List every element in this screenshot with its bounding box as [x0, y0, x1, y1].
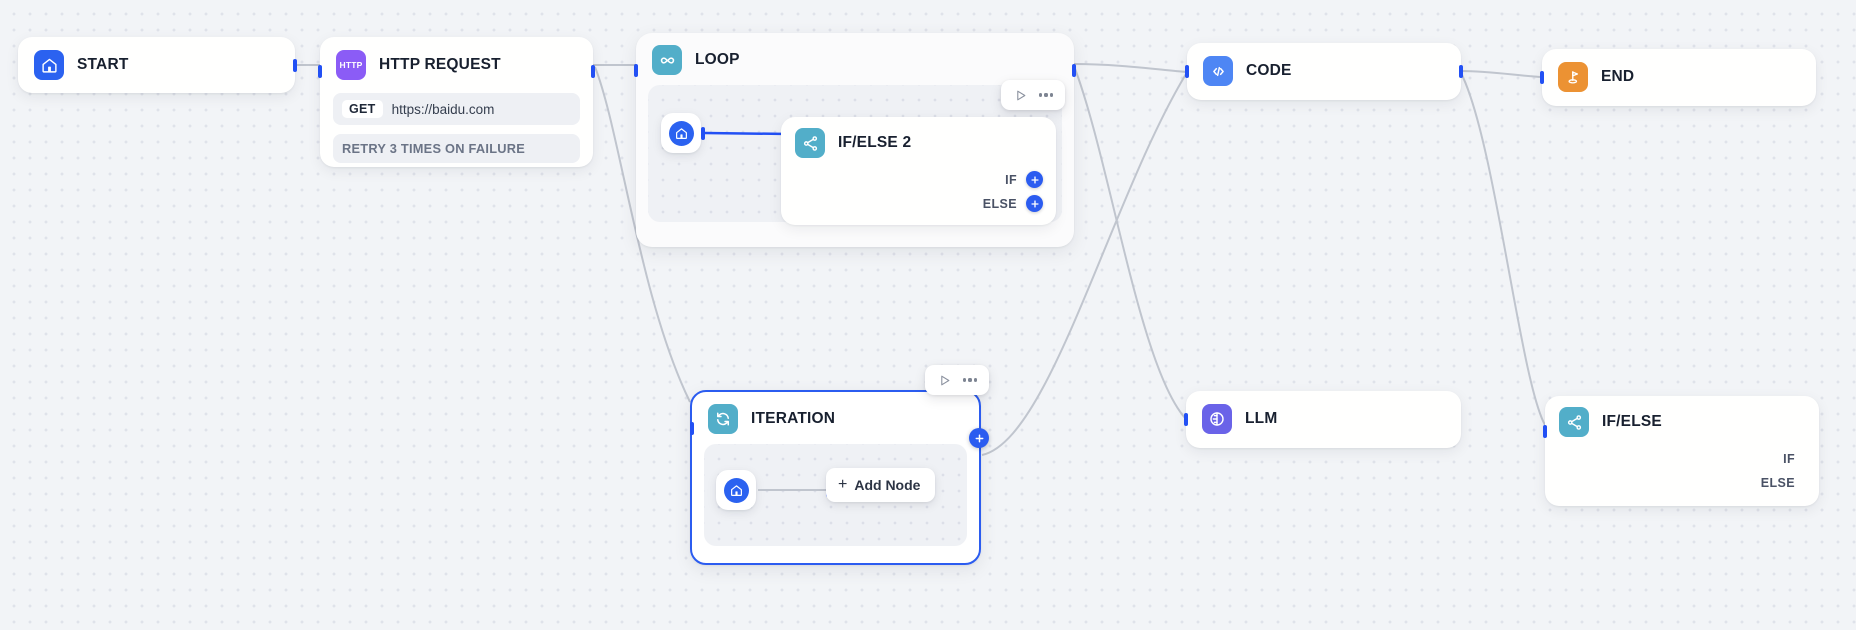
http-icon-label: HTTP	[339, 60, 363, 70]
handle-code-output[interactable]	[1459, 65, 1463, 78]
home-icon	[668, 120, 694, 146]
node-end[interactable]: END	[1540, 49, 1816, 106]
handle-http-output[interactable]	[591, 65, 595, 78]
node-if-else-2-title: IF/ELSE 2	[838, 134, 912, 151]
http-retry-field: RETRY 3 TIMES ON FAILURE	[333, 134, 580, 163]
node-http-request[interactable]: HTTP HTTP REQUEST GET https://baidu.com …	[318, 37, 595, 167]
http-method-badge: GET	[342, 100, 383, 118]
loop-node-toolbar[interactable]	[1001, 80, 1065, 110]
iteration-add-next-button[interactable]	[969, 428, 989, 448]
node-start-header: START	[18, 37, 295, 93]
flag-icon	[1558, 62, 1588, 92]
node-if-else-branches: IF ELSE	[1545, 443, 1819, 508]
node-iteration[interactable]: ITERATION + Add Node	[690, 390, 989, 565]
node-if-else-title: IF/ELSE	[1602, 413, 1662, 430]
edge-loop-to-llm	[1073, 65, 1187, 420]
handle-http-input[interactable]	[318, 65, 322, 78]
branch-row-else: ELSE	[794, 192, 1043, 215]
add-node-button[interactable]: + Add Node	[826, 468, 936, 502]
node-code[interactable]: CODE	[1185, 43, 1463, 100]
edge-code-to-ifelse	[1460, 72, 1546, 426]
handle-loop-output[interactable]	[1072, 64, 1076, 77]
handle-iteration-input[interactable]	[690, 422, 694, 435]
node-llm[interactable]: LLM	[1184, 391, 1461, 448]
branch-icon	[795, 128, 825, 158]
infinity-icon	[652, 45, 682, 75]
node-if-else-2[interactable]: IF/ELSE 2 IF ELSE	[781, 117, 1056, 225]
node-if-else-header: IF/ELSE	[1545, 396, 1819, 443]
brain-icon	[1202, 404, 1232, 434]
node-if-else-2-header: IF/ELSE 2	[781, 117, 1056, 164]
branch-label-else: ELSE	[1760, 475, 1795, 490]
more-horizontal-icon[interactable]	[958, 369, 982, 391]
edge-loop-to-code	[1073, 63, 1188, 73]
http-icon: HTTP	[336, 50, 366, 80]
add-branch-else-button[interactable]	[1026, 195, 1043, 212]
more-horizontal-icon[interactable]	[1034, 84, 1058, 106]
node-iteration-header: ITERATION	[692, 392, 979, 444]
branch-icon	[1559, 407, 1589, 437]
loop-inner-start[interactable]	[661, 113, 701, 153]
handle-code-input[interactable]	[1185, 65, 1189, 78]
edge-code-to-end	[1460, 70, 1543, 78]
branch-row-else: ELSE	[1558, 471, 1795, 494]
play-icon[interactable]	[932, 369, 956, 391]
node-start-title: START	[77, 56, 129, 73]
handle-if-else-input[interactable]	[1543, 425, 1547, 438]
http-retry-label: RETRY 3 TIMES ON FAILURE	[342, 141, 526, 156]
plus-icon: +	[838, 476, 848, 493]
add-node-label: Add Node	[854, 477, 921, 493]
node-code-header: CODE	[1187, 43, 1461, 99]
handle-end-input[interactable]	[1540, 71, 1544, 84]
node-llm-title: LLM	[1245, 410, 1278, 427]
node-http-header: HTTP HTTP REQUEST	[320, 37, 593, 93]
refresh-cycle-icon	[708, 404, 738, 434]
node-end-header: END	[1542, 49, 1816, 105]
iteration-inner-start[interactable]	[716, 470, 756, 510]
node-iteration-body: + Add Node	[704, 444, 967, 546]
home-icon	[34, 50, 64, 80]
handle-llm-input[interactable]	[1184, 413, 1188, 426]
add-branch-if-button[interactable]	[1026, 171, 1043, 188]
node-http-title: HTTP REQUEST	[379, 56, 501, 73]
branch-row-if: IF	[1558, 447, 1795, 470]
node-start[interactable]: START	[18, 37, 297, 93]
node-iteration-title: ITERATION	[751, 410, 836, 427]
http-url-value: https://baidu.com	[391, 101, 495, 117]
handle-start-output[interactable]	[293, 58, 297, 72]
http-url-field[interactable]: GET https://baidu.com	[333, 93, 580, 125]
play-icon[interactable]	[1008, 84, 1032, 106]
code-icon	[1203, 56, 1233, 86]
branch-row-if: IF	[794, 168, 1043, 191]
node-loop-header: LOOP	[636, 33, 1074, 85]
branch-label-if: IF	[1783, 451, 1795, 466]
handle-loop-input[interactable]	[634, 64, 638, 77]
node-code-title: CODE	[1246, 62, 1292, 79]
branch-label-if: IF	[1005, 172, 1017, 187]
node-if-else[interactable]: IF/ELSE IF ELSE	[1543, 396, 1819, 508]
home-icon	[723, 477, 749, 503]
node-if-else-2-branches: IF ELSE	[781, 164, 1056, 229]
node-loop-title: LOOP	[695, 51, 740, 68]
node-llm-header: LLM	[1186, 391, 1461, 447]
branch-label-else: ELSE	[982, 196, 1017, 211]
node-end-title: END	[1601, 68, 1635, 85]
iteration-node-toolbar[interactable]	[925, 365, 989, 395]
